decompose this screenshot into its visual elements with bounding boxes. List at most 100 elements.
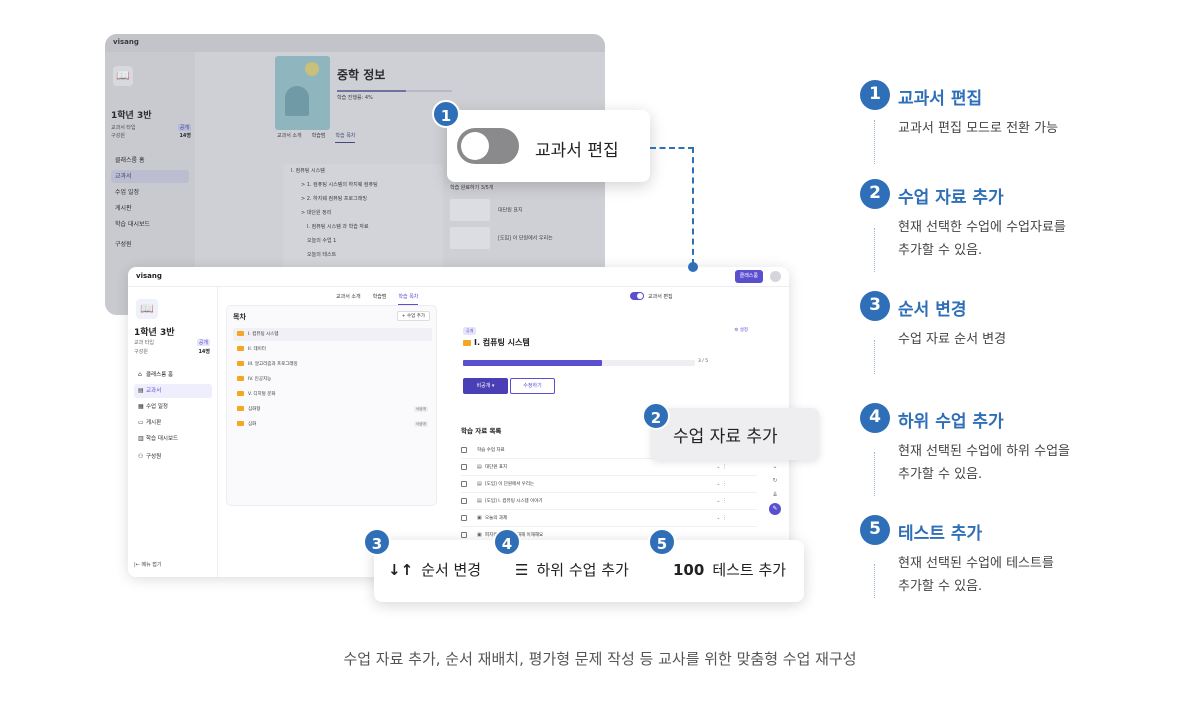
toc-item[interactable]: IV. 인공지능 bbox=[233, 373, 432, 386]
edit-toggle-callout-label: 교과서 편집 bbox=[535, 141, 619, 161]
book-icon: 📖 bbox=[136, 299, 158, 319]
bg-right-list: 학습 완료하기 3/5개 대단원 표지 [도입] 이 단원에서 우리는 bbox=[450, 184, 605, 249]
dashboard-icon: ▥ bbox=[138, 435, 144, 442]
callout-number-4: 4 bbox=[493, 528, 521, 556]
legend-desc: 교과서 편집 모드로 전환 가능 bbox=[898, 121, 1059, 136]
row-checkbox[interactable] bbox=[461, 480, 467, 487]
book-cover-image bbox=[275, 56, 330, 130]
sidebar-item-board[interactable]: ▭게시판 bbox=[134, 416, 212, 430]
legend-title: 하위 수업 추가 bbox=[898, 412, 1004, 432]
private-badge: 비공개 bbox=[414, 421, 428, 427]
task-icon: ▣ bbox=[477, 532, 482, 538]
folder-icon bbox=[237, 391, 244, 396]
home-icon: ⌂ bbox=[138, 371, 142, 378]
avatar[interactable] bbox=[770, 271, 781, 282]
edit-toggle-small[interactable] bbox=[630, 292, 644, 300]
callout-number-5: 5 bbox=[648, 528, 676, 556]
sidebar-item-members[interactable]: ⚇구성원 bbox=[134, 450, 212, 464]
connector-dot bbox=[688, 262, 698, 272]
lesson-title: I. 컴퓨팅 시스템 bbox=[463, 337, 530, 348]
row-checkbox[interactable] bbox=[461, 514, 467, 521]
folder-icon bbox=[237, 346, 244, 351]
folder-icon bbox=[237, 361, 244, 366]
sidebar-item-schedule[interactable]: ▦수업 일정 bbox=[134, 400, 212, 414]
table-row[interactable]: ▤[도입] I. 컴퓨팅 시스템 이야기⌄ ⋮ bbox=[461, 493, 757, 510]
edit-button[interactable]: 수정하기 bbox=[510, 378, 555, 394]
bg-menu-dashboard: 학습 대시보드 bbox=[115, 221, 151, 228]
table-row[interactable]: ▤[도입] 이 단원에서 우리는⌄ ⋮ bbox=[461, 476, 757, 493]
status-badge: 공개 bbox=[463, 327, 477, 335]
row-checkbox[interactable] bbox=[461, 497, 467, 504]
bg-menu-home: 클래스룸 홈 bbox=[115, 157, 145, 164]
toc-item[interactable]: III. 알고리즘과 프로그래밍 bbox=[233, 358, 432, 371]
sidebar-item-textbook[interactable]: ▤교과서 bbox=[134, 384, 212, 398]
board-icon: ▭ bbox=[138, 419, 144, 426]
connector-line bbox=[650, 147, 694, 149]
page-caption: 수업 자료 추가, 순서 재배치, 평가형 문제 작성 등 교사를 위한 맞춤형… bbox=[343, 650, 857, 668]
page-icon: ▤ bbox=[477, 464, 482, 470]
bg-menu-members: 구성원 bbox=[115, 241, 132, 248]
row-checkbox[interactable] bbox=[461, 531, 467, 538]
add-material-label: 수업 자료 추가 bbox=[673, 427, 778, 447]
sidebar-item-dashboard[interactable]: ▥학습 대시보드 bbox=[134, 432, 212, 446]
legend-divider bbox=[874, 452, 875, 496]
edit-toggle-switch[interactable] bbox=[457, 128, 519, 164]
legend-title: 순서 변경 bbox=[898, 300, 967, 320]
toc-item[interactable]: V. 디지털 문화 bbox=[233, 388, 432, 401]
calendar-icon: ▦ bbox=[138, 403, 144, 410]
lesson-progress-bar bbox=[463, 360, 695, 366]
tab-toc[interactable]: 학습 목차 bbox=[398, 294, 419, 305]
row-actions[interactable]: ⌄ ⋮ bbox=[716, 498, 727, 504]
bg-menu-board: 게시판 bbox=[115, 205, 132, 212]
edit-icon[interactable]: ✎ bbox=[769, 503, 781, 515]
visibility-dropdown[interactable]: 비공개 ▾ bbox=[463, 378, 508, 394]
add-material-callout[interactable]: 수업 자료 추가 bbox=[651, 408, 819, 460]
tab-plan[interactable]: 학습범 bbox=[372, 294, 387, 300]
tab-intro[interactable]: 교과서 소개 bbox=[336, 294, 361, 300]
callout-number-2: 2 bbox=[642, 402, 670, 430]
expand-icon[interactable]: ⌄ bbox=[769, 461, 781, 473]
toc-item[interactable]: I. 컴퓨팅 시스템 bbox=[233, 328, 432, 341]
folder-icon bbox=[237, 331, 244, 336]
book-icon: 📖 bbox=[113, 66, 133, 86]
bg-progress-text: 학습 진행률: 4% bbox=[337, 95, 373, 101]
folder-icon bbox=[237, 406, 244, 411]
legend-divider bbox=[874, 228, 875, 272]
settings-button[interactable]: ⚙ 설정 bbox=[734, 328, 748, 333]
row-actions[interactable]: ⌄ ⋮ bbox=[716, 464, 727, 470]
legend-desc: 수업 자료 순서 변경 bbox=[898, 332, 1007, 347]
toc-item[interactable]: II. 데이터 bbox=[233, 343, 432, 356]
bg-menu-schedule: 수업 일정 bbox=[115, 189, 139, 196]
row-checkbox[interactable] bbox=[461, 463, 467, 470]
collapse-menu-button[interactable]: |← 메뉴 접기 bbox=[134, 562, 162, 568]
page-icon: ▤ bbox=[477, 481, 482, 487]
logo: visang bbox=[136, 272, 162, 280]
download-icon[interactable]: ⇊ bbox=[769, 489, 781, 501]
toc-title: 목차 bbox=[233, 313, 246, 321]
row-actions[interactable]: ⌄ ⋮ bbox=[716, 481, 727, 487]
add-lesson-button[interactable]: + 수업 추가 bbox=[396, 311, 430, 321]
refresh-icon[interactable]: ↻ bbox=[769, 475, 781, 487]
select-all-checkbox[interactable] bbox=[461, 446, 467, 453]
row-actions[interactable]: ⌄ ⋮ bbox=[716, 515, 727, 521]
add-sublesson-button[interactable]: ☰하위 수업 추가 bbox=[515, 561, 629, 579]
reorder-button[interactable]: ↓↑순서 변경 bbox=[388, 561, 482, 579]
legend-title: 교과서 편집 bbox=[898, 89, 983, 109]
sidebar-item-home[interactable]: ⌂클래스룸 홈 bbox=[134, 368, 212, 382]
table-row[interactable]: ▣오늘의 과제⌄ ⋮ bbox=[461, 510, 757, 527]
table-row[interactable]: ▤대단원 표지⌄ ⋮ bbox=[461, 459, 757, 476]
table-header: 학습 수업 자료 bbox=[461, 442, 757, 459]
private-badge: 비공개 bbox=[414, 406, 428, 412]
classroom-button[interactable]: 클래스룸 bbox=[734, 270, 763, 283]
